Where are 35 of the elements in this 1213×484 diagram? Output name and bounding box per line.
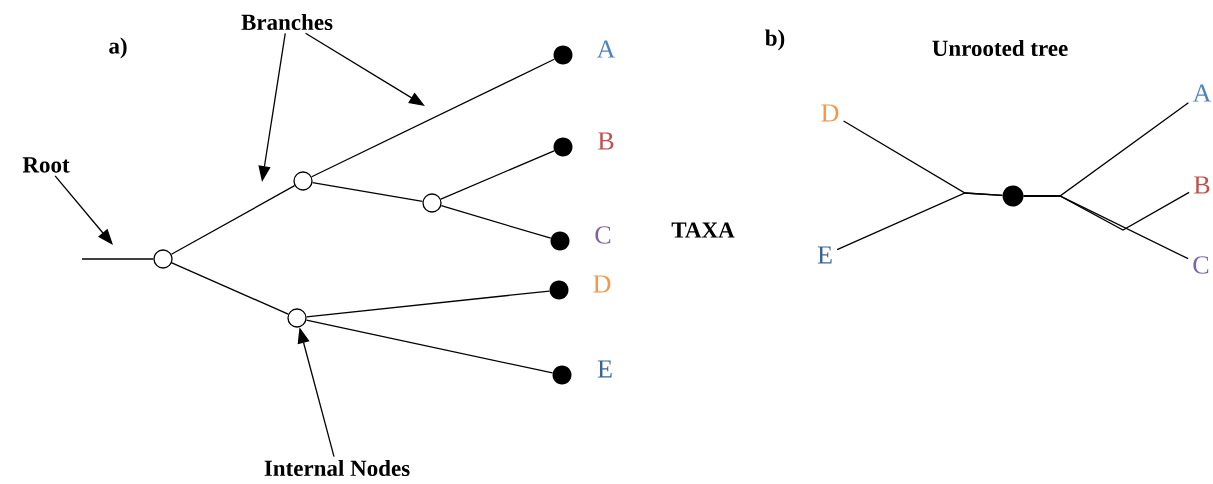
branch-line: [305, 319, 554, 374]
arrow: [304, 32, 425, 106]
leaf-node: [1002, 185, 1024, 207]
taxon-label: B: [598, 132, 614, 150]
branch-line: [1023, 195, 1189, 260]
panel-label: a): [109, 37, 127, 59]
branch-line: [440, 205, 552, 239]
taxon-label: B: [1194, 176, 1210, 194]
taxon-label: C: [1193, 256, 1209, 274]
tree-node: [293, 171, 313, 191]
arrow: [54, 175, 113, 245]
taxon-label: A: [596, 40, 616, 58]
panel-label: TAXA: [671, 222, 735, 238]
tree-node: [287, 308, 307, 328]
branch-line: [440, 150, 555, 200]
panel-label: b): [765, 29, 785, 51]
panel-label: Unrooted tree: [932, 39, 1068, 57]
branch-line: [311, 58, 555, 178]
annotation-text: Root: [22, 157, 70, 173]
annotation-text: Branches: [241, 13, 333, 31]
branch-line: [170, 185, 296, 255]
branch-line: [305, 290, 550, 318]
taxon-label: E: [597, 360, 612, 378]
branch-line: [836, 192, 1003, 251]
branch-line: [81, 258, 154, 260]
taxon-label: D: [821, 104, 839, 122]
taxon-label: E: [817, 246, 832, 264]
branch-line: [311, 181, 424, 202]
taxon-label: D: [593, 275, 611, 293]
tree-node: [153, 249, 173, 269]
branch-line: [171, 262, 289, 315]
taxon-label: A: [1192, 84, 1212, 102]
tree-node: [422, 193, 442, 213]
annotation-text: Internal Nodes: [264, 459, 410, 477]
taxon-label: C: [595, 226, 611, 244]
